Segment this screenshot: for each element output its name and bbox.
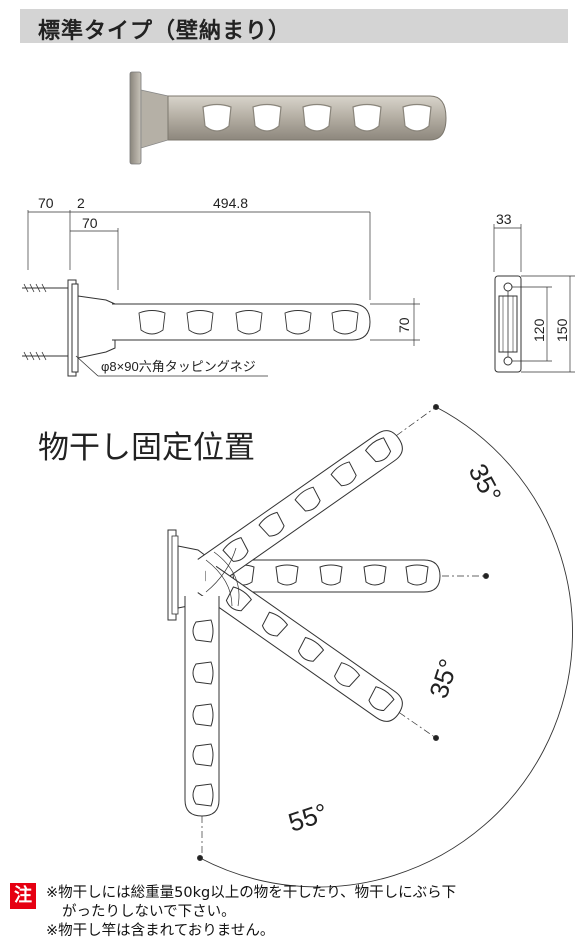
dim-70-top: 70 xyxy=(38,195,54,211)
angle-label-mid: 35° xyxy=(423,655,464,702)
position-diagram xyxy=(167,404,573,888)
angle-label-bottom: 55° xyxy=(285,797,332,838)
product-photo xyxy=(129,71,447,165)
note-badge: 注 xyxy=(10,883,36,909)
dim-70-right: 70 xyxy=(396,317,412,333)
end-view xyxy=(493,224,575,373)
dim-33: 33 xyxy=(496,211,512,227)
dim-70-sub: 70 xyxy=(82,215,98,231)
dim-2: 2 xyxy=(77,195,85,211)
note-line-1: ※物干しには総重量50kg以上の物を干したり、物干しにぶら下 xyxy=(46,885,457,901)
positions-title: 物干し固定位置 xyxy=(38,430,255,466)
header-bar: 標準タイプ（壁納まり） xyxy=(20,9,568,44)
angle-label-top: 35° xyxy=(463,459,508,508)
note-line-2: がったりしないで下さい。 xyxy=(62,904,236,920)
note-line-3: ※物干し竿は含まれておりません。 xyxy=(46,923,275,939)
side-elevation xyxy=(22,210,420,377)
dim-150: 150 xyxy=(554,318,570,342)
screw-label: φ8×90六角タッピングネジ xyxy=(101,359,256,374)
dim-494-8: 494.8 xyxy=(213,195,248,211)
dim-120: 120 xyxy=(531,318,547,342)
header-title: 標準タイプ（壁納まり） xyxy=(38,19,292,44)
